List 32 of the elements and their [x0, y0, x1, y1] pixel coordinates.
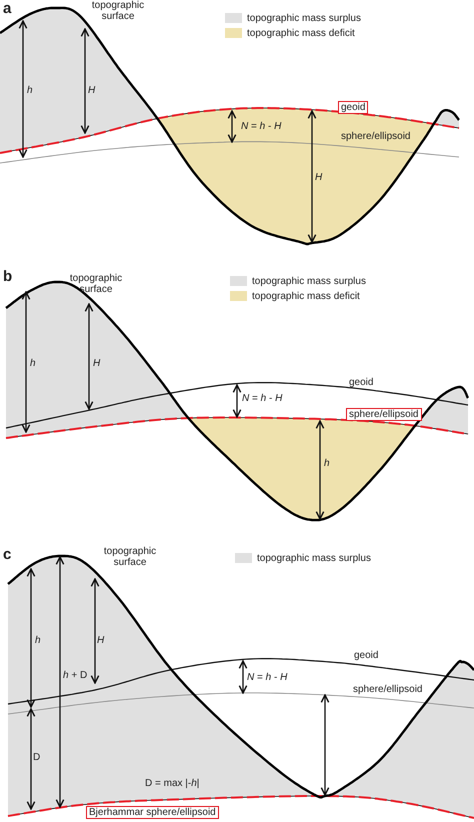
curve-label: geoid	[354, 650, 378, 661]
legend-text: topographic mass surplus	[257, 553, 371, 564]
dimension-label: h	[30, 358, 36, 369]
dimension-label: D = max |-h|	[145, 778, 200, 789]
dimension-label: h	[35, 635, 41, 646]
panel-letter: b	[3, 269, 12, 284]
dimension-label: N = h - H	[241, 121, 282, 132]
curve-label: topographic surface	[68, 273, 124, 295]
legend-text: topographic mass surplus	[247, 13, 361, 24]
dimension-label: N = h - H	[247, 672, 288, 683]
highlighted-label: geoid	[338, 101, 368, 114]
legend-text: topographic mass surplus	[252, 276, 366, 287]
dimension-label: H	[93, 358, 100, 369]
dimension-label: H	[315, 172, 322, 183]
curve-label: sphere/ellipsoid	[353, 684, 422, 695]
dimension-label: H	[97, 635, 104, 646]
legend-text: topographic mass deficit	[252, 291, 360, 302]
panel-letter: c	[3, 547, 12, 562]
dimension-label: h + D	[63, 670, 88, 681]
curve-label: topographic surface	[102, 546, 158, 568]
curve-label: sphere/ellipsoid	[341, 131, 410, 142]
dimension-label: h	[324, 458, 330, 469]
highlighted-label: sphere/ellipsoid	[346, 408, 422, 421]
highlighted-label: Bjerhammar sphere/ellipsoid	[86, 806, 219, 819]
curve-label: geoid	[349, 377, 374, 388]
curve-label: topographic surface	[90, 0, 146, 22]
dimension-label: H	[88, 85, 96, 96]
dimension-label: h	[27, 85, 33, 96]
legend-text: topographic mass deficit	[247, 28, 355, 39]
panel-letter: a	[3, 1, 12, 16]
dimension-label: N = h - H	[242, 393, 282, 404]
dimension-label: D	[33, 752, 40, 763]
